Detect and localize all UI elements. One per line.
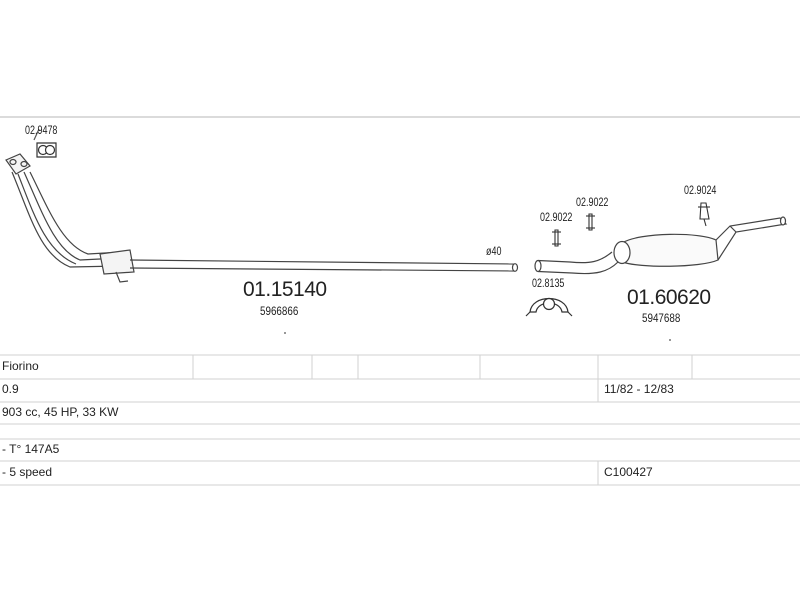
table-row-gearbox: - 5 speed (2, 465, 53, 479)
table-row-engine-size: 0.9 (2, 382, 19, 396)
rear-silencer-drawing (534, 216, 788, 275)
diameter-label: ø40 (486, 246, 502, 258)
front-pipe-oe-number: 5966866 (260, 304, 299, 318)
spec-table-grid (0, 354, 800, 486)
ring-code: 02.8135 (532, 278, 565, 290)
hanger-b-code: 02.9022 (576, 197, 609, 209)
hanger-a-code: 02.9022 (540, 212, 573, 224)
front-pipe-code: 01.15140 (243, 278, 327, 301)
hanger-a-drawing (552, 229, 561, 247)
rear-silencer-code: 01.60620 (627, 286, 711, 309)
hanger-b-drawing (586, 213, 595, 231)
table-row-model: Fiorino (2, 359, 39, 373)
table-row-power: 903 cc, 45 HP, 33 KW (2, 405, 119, 419)
table-row-engine-code: - T° 147A5 (2, 442, 60, 456)
clamp-code: 02.9478 (25, 125, 58, 137)
front-pipe-drawing (5, 153, 519, 283)
clamp-drawing (33, 128, 57, 158)
ring-drawing (525, 297, 573, 317)
rear-silencer-oe-number: 5947688 (642, 311, 681, 325)
hanger-c-drawing (698, 202, 710, 227)
hanger-c-code: 02.9024 (684, 185, 717, 197)
table-row-chassis-code: C100427 (604, 465, 653, 479)
table-row-years: 11/82 - 12/83 (604, 382, 674, 396)
